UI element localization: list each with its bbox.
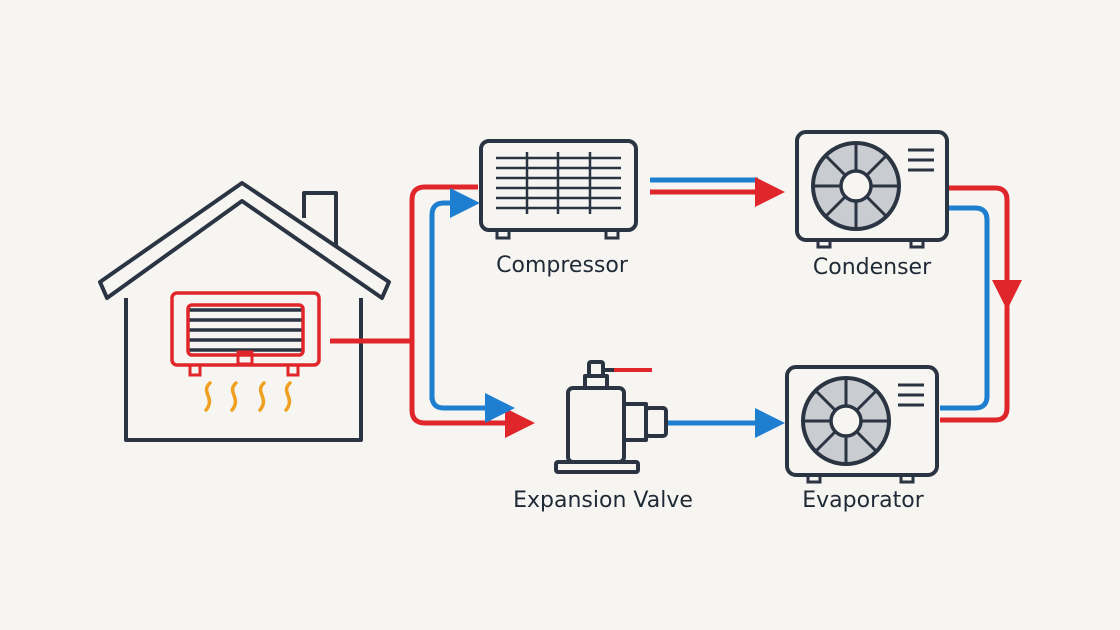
- heat-waves-icon: [204, 381, 292, 412]
- hot-pipe-condenser-down: [947, 185, 1022, 310]
- evaporator-icon: [785, 365, 939, 484]
- roof: [98, 181, 391, 300]
- compressor-icon: [479, 139, 638, 240]
- cold-pipe-condenser-to-evaporator: [940, 205, 990, 411]
- condenser-label: Condenser: [812, 255, 932, 280]
- compressor-label: Compressor: [496, 253, 628, 278]
- evaporator-label: Evaporator: [802, 488, 924, 513]
- expansion-valve-icon: [554, 360, 668, 474]
- hot-pipe-to-evaporator: [940, 300, 1010, 423]
- cold-pipe-to-compressor: [429, 188, 480, 400]
- hot-pipe-to-expansion-valve: [409, 341, 535, 438]
- condenser-icon: [795, 130, 949, 249]
- hot-pipe-house-to-compressor: [330, 184, 478, 344]
- house-icon: [98, 181, 391, 442]
- chimney: [302, 191, 338, 246]
- radiator-icon: [170, 291, 321, 377]
- house-walls: [124, 298, 363, 442]
- expansion-valve-label: Expansion Valve: [513, 488, 693, 513]
- cold-pipe-to-expansion-valve: [429, 390, 515, 423]
